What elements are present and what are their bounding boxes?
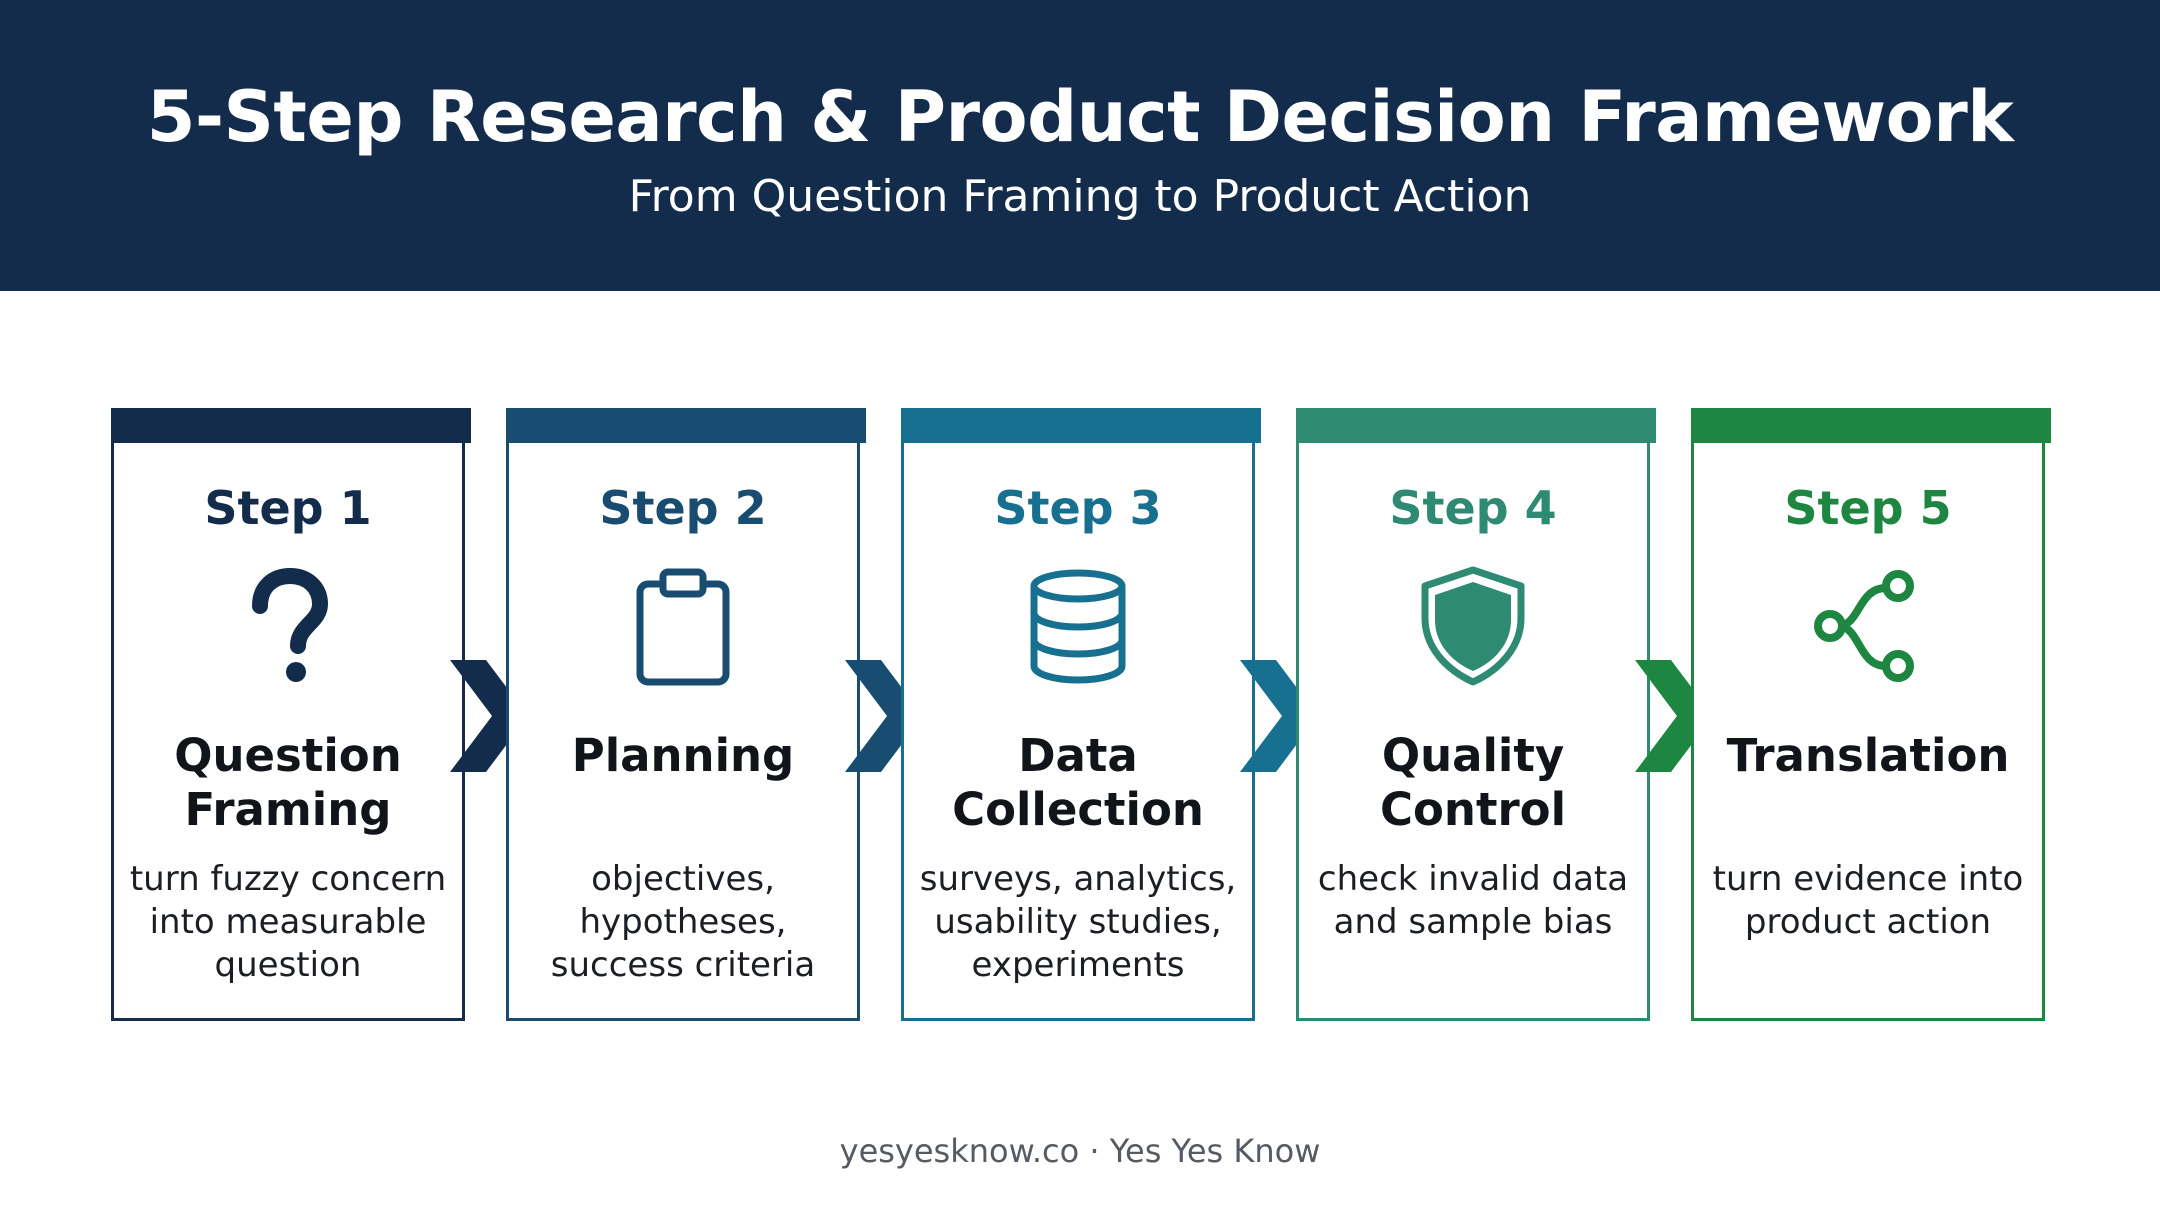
question-mark-icon <box>252 567 329 682</box>
step-card-3: Step 3 Data Collection surveys, analytic… <box>901 408 1261 1021</box>
step-2-label: Step 2 <box>599 481 767 535</box>
share-nodes-icon <box>1814 570 1914 682</box>
step-3-name: Data Collection <box>952 729 1204 836</box>
step-4-description: check invalid data and sample bias <box>1317 859 1629 942</box>
page-title: 5-Step Research & Product Decision Frame… <box>146 76 2014 158</box>
step-4-name: Quality Control <box>1379 729 1567 836</box>
step-card-5-accent-bar <box>1691 408 2051 443</box>
step-card-2-accent-bar <box>506 408 866 443</box>
footer-credit: yesyesknow.co · Yes Yes Know <box>839 1132 1321 1170</box>
step-5-description: turn evidence into product action <box>1712 859 2024 942</box>
step-1-description: turn fuzzy concern into measurable quest… <box>129 859 447 985</box>
step-card-5: Step 5 Translation turn evidence into pr… <box>1691 408 2051 1021</box>
step-card-4: Step 4 Quality Control check invalid dat… <box>1296 408 1656 1021</box>
step-3-description: surveys, analytics, usability studies, e… <box>919 859 1237 985</box>
step-card-1: Step 1 Question Framing turn fuzzy conce… <box>111 408 471 1021</box>
database-icon <box>1030 569 1126 684</box>
step-2-name: Planning <box>571 729 795 782</box>
page-subtitle: From Question Framing to Product Action <box>628 171 1532 222</box>
step-1-label: Step 1 <box>204 481 372 535</box>
step-card-1-accent-bar <box>111 408 471 443</box>
step-card-2: Step 2 Planning objectives, hypotheses, … <box>506 408 866 1021</box>
step-card-4-accent-bar <box>1296 408 1656 443</box>
shield-icon <box>1421 566 1525 686</box>
clipboard-icon <box>636 568 730 686</box>
step-1-name: Question Framing <box>174 729 402 836</box>
step-5-label: Step 5 <box>1784 481 1952 535</box>
header-banner: 5-Step Research & Product Decision Frame… <box>0 0 2160 291</box>
step-card-3-accent-bar <box>901 408 1261 443</box>
step-3-label: Step 3 <box>994 481 1162 535</box>
step-2-description: objectives, hypotheses, success criteria <box>550 859 816 985</box>
step-4-label: Step 4 <box>1389 481 1557 535</box>
step-5-name: Translation <box>1726 729 2010 782</box>
